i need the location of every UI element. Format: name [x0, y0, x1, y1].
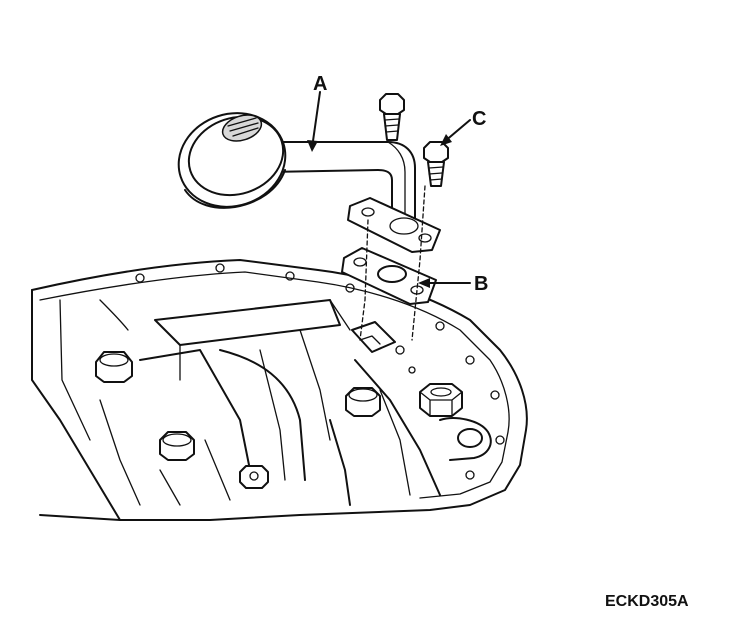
bolt-head [419, 383, 463, 417]
label-c: C [472, 108, 486, 130]
bolt-right [423, 141, 449, 187]
callout-a: A [307, 73, 327, 152]
label-a: A [313, 73, 327, 95]
pipe-flange [347, 197, 441, 253]
boss-hole [457, 428, 483, 448]
flange-holes [135, 263, 505, 480]
label-b: B [474, 273, 488, 295]
bolt-left [379, 93, 405, 141]
pickup-pipe [267, 141, 416, 219]
gasket [341, 247, 437, 305]
bolt-head [95, 351, 133, 383]
figure-code: ECKD305A [605, 593, 689, 610]
callout-b: B [418, 273, 488, 295]
callout-c: C [440, 108, 486, 146]
gasket-port [377, 265, 407, 283]
crossmember [154, 299, 341, 346]
flange-bolts [359, 93, 449, 341]
block-bolts [95, 351, 463, 489]
bolt-head [345, 387, 381, 417]
bolt-head [159, 431, 195, 461]
engine-block [31, 259, 528, 521]
oil-screen [177, 112, 441, 253]
bolt-head [239, 465, 269, 489]
